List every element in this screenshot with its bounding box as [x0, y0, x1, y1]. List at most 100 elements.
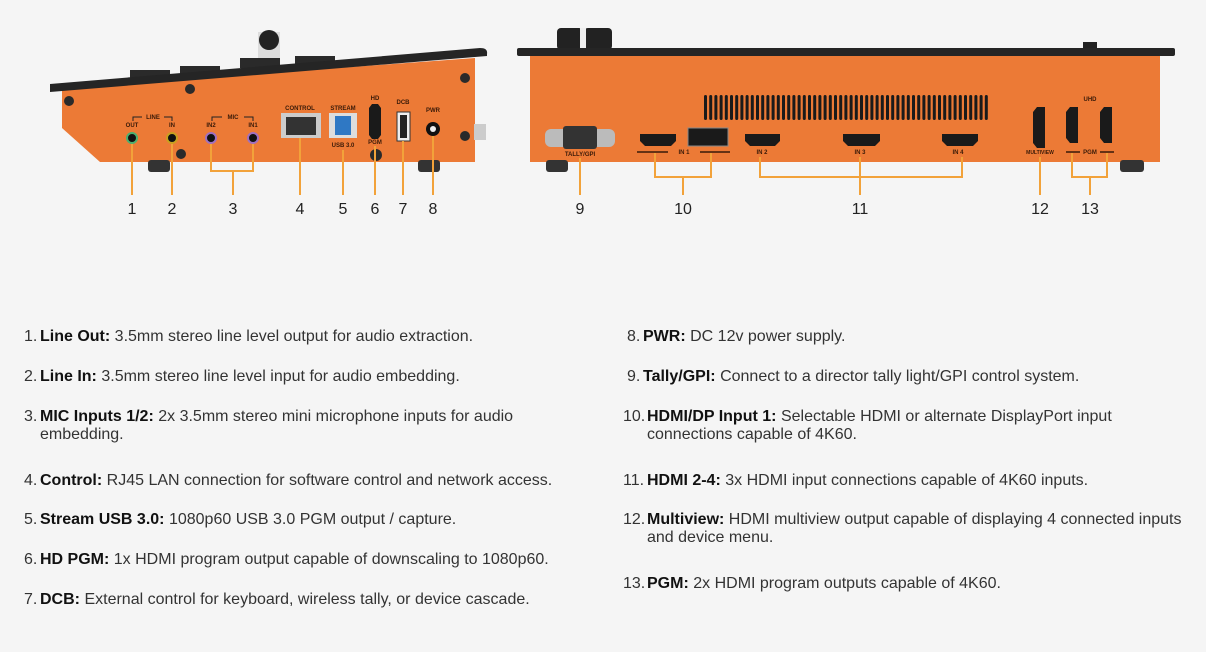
hd-label: HD: [371, 96, 380, 102]
hdmi-in1-port: [640, 134, 676, 146]
in1-label: IN1: [248, 123, 258, 129]
mic-label: MIC: [228, 115, 240, 121]
vent-slot: [844, 95, 848, 120]
vent-slot: [704, 95, 707, 120]
item-term: HDMI 2-4:: [647, 472, 721, 489]
item-number: 12.: [623, 511, 646, 528]
joystick-knob: [259, 30, 279, 50]
hdmi-in3-port: [843, 134, 880, 146]
vent-slot: [932, 95, 936, 120]
list-item: 3.MIC Inputs 1/2: 2x 3.5mm stereo mini m…: [24, 408, 588, 444]
in1-label: IN 1: [678, 150, 690, 156]
callout-9: 9: [576, 201, 585, 218]
vent-slot: [901, 95, 905, 120]
item-number: 11.: [623, 472, 645, 489]
line-out-jack: [126, 132, 138, 144]
vent-slot: [719, 95, 723, 120]
pwr-label: PWR: [426, 108, 441, 114]
item-number: 2.: [24, 368, 38, 385]
item-term: Multiview:: [647, 511, 725, 528]
item-term: PWR:: [643, 328, 686, 345]
usb-label: USB 3.0: [332, 143, 355, 149]
hdmi-in4-port: [942, 134, 978, 146]
list-item: 7.DCB: External control for keyboard, wi…: [24, 591, 618, 609]
list-item: 5.Stream USB 3.0: 1080p60 USB 3.0 PGM ou…: [24, 511, 618, 529]
list-item: 11.HDMI 2-4: 3x HDMI input connections c…: [623, 472, 1197, 490]
vent-slot: [818, 95, 822, 120]
item-number: 7.: [24, 591, 38, 608]
vent-slot: [979, 95, 983, 120]
callout-12: 12: [1031, 201, 1049, 218]
item-number: 6.: [24, 551, 38, 568]
item-number: 5.: [24, 511, 38, 528]
vent-slot: [922, 95, 926, 120]
vent-slot: [740, 95, 744, 120]
callout-11: 11: [852, 201, 869, 218]
vent-slot: [839, 95, 843, 120]
callout-1: 1: [128, 201, 137, 218]
callout-10: 10: [674, 201, 692, 218]
item-term: Line Out:: [40, 328, 111, 345]
item-number: 10.: [623, 408, 646, 425]
item-desc: 2x HDMI program outputs capable of 4K60.: [693, 575, 1001, 592]
dcb-label: DCB: [397, 100, 411, 106]
vent-slot: [787, 95, 791, 120]
vent-slot: [761, 95, 765, 120]
multiview-port: [1033, 107, 1045, 148]
item-term: Tally/GPI:: [643, 368, 716, 385]
list-item: 1.Line Out: 3.5mm stereo line level outp…: [24, 328, 618, 346]
callout-3: 3: [229, 201, 238, 218]
list-item: 10.HDMI/DP Input 1: Selectable HDMI or a…: [623, 408, 1172, 444]
callout-5: 5: [339, 201, 348, 218]
callout-7: 7: [399, 201, 408, 218]
vent-slot: [938, 95, 941, 120]
vent-slot: [756, 95, 759, 120]
item-term: DCB:: [40, 591, 80, 608]
vent-slot: [912, 95, 915, 120]
callout-2: 2: [168, 201, 177, 218]
list-item: 12.Multiview: HDMI multiview output capa…: [623, 511, 1202, 547]
vent-slot: [766, 95, 770, 120]
vent-slot: [823, 95, 827, 120]
mic1-jack: [247, 132, 259, 144]
multiview-label: MULTIVIEW: [1026, 150, 1054, 156]
vent-slot: [953, 95, 957, 120]
item-desc: DC 12v power supply.: [690, 328, 846, 345]
vent-slot: [724, 95, 728, 120]
in2-label: IN2: [206, 123, 216, 129]
item-desc: RJ45 LAN connection for software control…: [106, 472, 553, 489]
vent-slot: [834, 95, 837, 120]
item-desc: 3.5mm stereo line level output for audio…: [114, 328, 474, 345]
item-desc: 1x HDMI program output capable of downsc…: [113, 551, 549, 568]
list-item: 8.PWR: DC 12v power supply.: [627, 328, 1201, 346]
vent-slot: [880, 95, 884, 120]
pgm2-port: [1100, 107, 1112, 143]
vent-slot: [969, 95, 973, 120]
list-item: 13.PGM: 2x HDMI program outputs capable …: [623, 575, 1197, 593]
vent-slot: [865, 95, 869, 120]
vent-slot: [808, 95, 811, 120]
item-desc: 1080p60 USB 3.0 PGM output / capture.: [168, 511, 457, 528]
list-item: 9.Tally/GPI: Connect to a director tally…: [627, 368, 1201, 386]
item-desc: 2x 3.5mm stereo mini microphone inputs f…: [40, 408, 514, 443]
control-label: CONTROL: [285, 106, 315, 112]
stream-label: STREAM: [330, 106, 355, 112]
vent-slot: [730, 95, 733, 120]
vent-slot: [802, 95, 806, 120]
vent-slot: [745, 95, 749, 120]
vent-slot: [875, 95, 879, 120]
item-desc: External control for keyboard, wireless …: [84, 591, 530, 608]
vent-slot: [709, 95, 713, 120]
vent-slot: [797, 95, 801, 120]
item-number: 9.: [627, 368, 641, 385]
vent-slot: [917, 95, 921, 120]
vent-slot: [974, 95, 978, 120]
line-label: LINE: [146, 115, 160, 121]
item-term: PGM:: [647, 575, 689, 592]
vent-slot: [906, 95, 910, 120]
vent-slot: [964, 95, 967, 120]
vent-slot: [896, 95, 900, 120]
item-desc: 3.5mm stereo line level input for audio …: [101, 368, 460, 385]
item-number: 4.: [24, 472, 38, 489]
vent-slot: [828, 95, 832, 120]
